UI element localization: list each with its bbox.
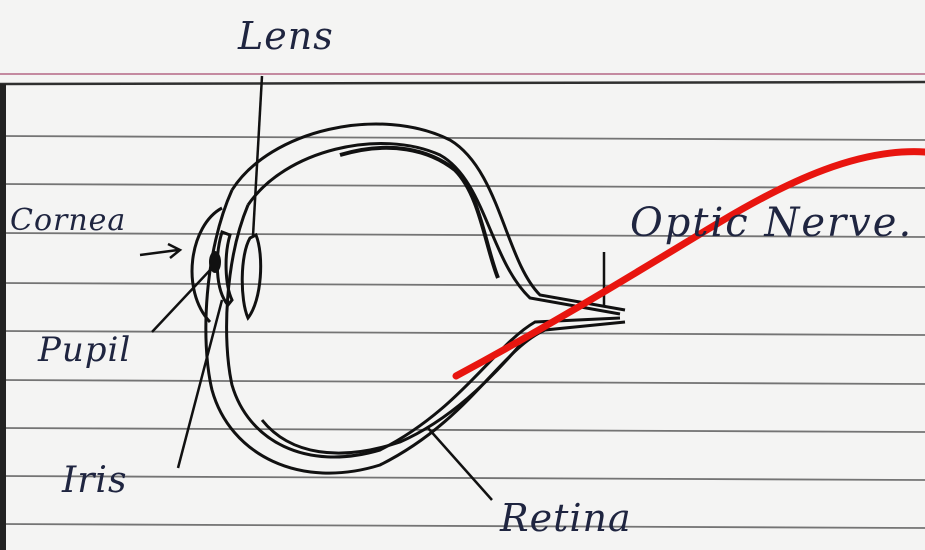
lens-label: Lens bbox=[238, 14, 334, 58]
pupil-label: Pupil bbox=[38, 330, 131, 370]
ruled-lines bbox=[0, 136, 925, 528]
iris-label: Iris bbox=[62, 460, 127, 501]
page-edge bbox=[0, 84, 6, 550]
retina-label: Retina bbox=[500, 496, 632, 540]
lens-pointer bbox=[253, 76, 262, 236]
optic-nerve-label: Optic Nerve. bbox=[630, 200, 913, 246]
retina-layer bbox=[340, 148, 498, 278]
choroid-layer bbox=[248, 143, 620, 314]
cornea-label: Cornea bbox=[10, 203, 126, 238]
iris-pointer bbox=[178, 300, 222, 468]
top-rule-line bbox=[0, 82, 925, 84]
lens-shape bbox=[242, 235, 260, 318]
cornea-arrow bbox=[140, 244, 180, 258]
retina-pointer bbox=[428, 428, 492, 500]
pupil-pointer bbox=[152, 268, 212, 332]
choroid-layer-lower bbox=[227, 205, 620, 457]
